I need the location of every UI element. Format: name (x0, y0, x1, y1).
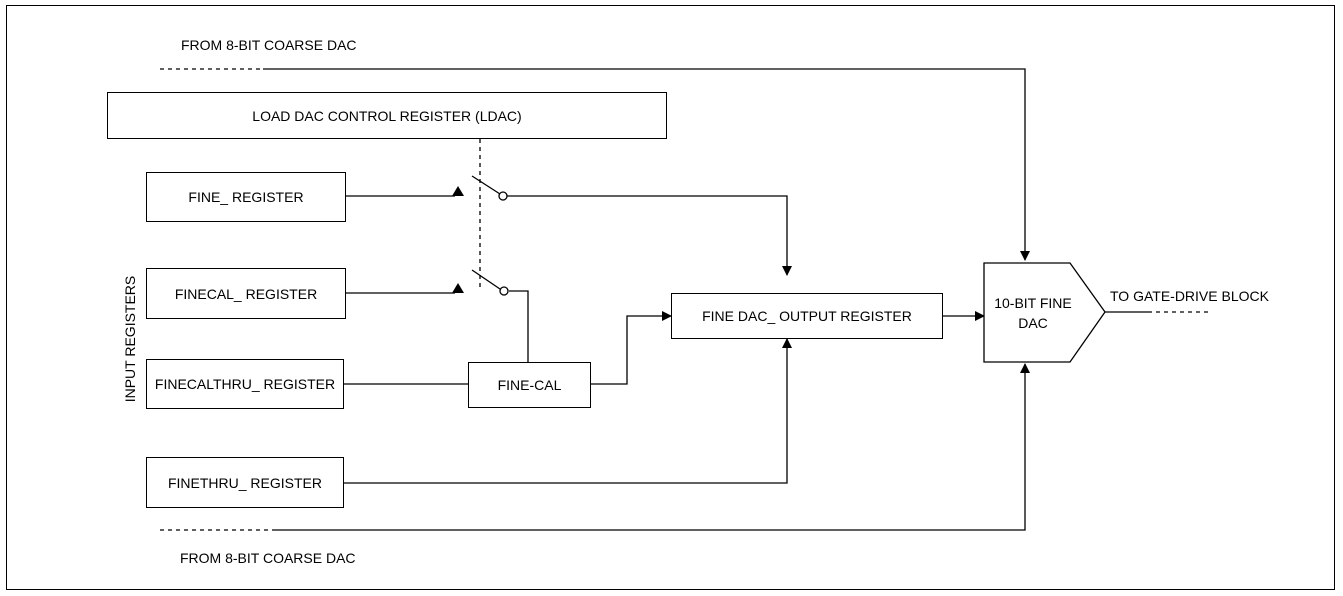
finecal-switch-pivot (452, 283, 464, 293)
finecal-output-wire (591, 311, 672, 385)
output-register-block: FINE DAC_ OUTPUT REGISTER (671, 293, 943, 339)
dac-label-line1: 10-BIT FINE (994, 295, 1072, 311)
finecalthru-register-block: FINECALTHRU_ REGISTER (146, 359, 344, 409)
finecal-switch-output-wire (509, 290, 529, 362)
dac-label: 10-BIT FINE DAC (990, 293, 1076, 333)
coarse-bottom-line (272, 363, 1030, 531)
fine-cal-block: FINE-CAL (468, 362, 591, 408)
input-registers-label: INPUT REGISTERS (122, 275, 138, 403)
finecal-switch-contact (499, 286, 509, 296)
coarse-dac-bottom-label: FROM 8-BIT COARSE DAC (180, 550, 356, 566)
finecal-switch-blade (471, 269, 501, 290)
fine-switch-contact (498, 191, 508, 201)
output-register-label: FINE DAC_ OUTPUT REGISTER (702, 308, 912, 324)
finecal-register-label: FINECAL_ REGISTER (174, 285, 318, 302)
fine-register-block: FINE_ REGISTER (146, 172, 346, 222)
coarse-dac-top-label: FROM 8-BIT COARSE DAC (181, 37, 357, 53)
gate-drive-label: TO GATE-DRIVE BLOCK (1110, 288, 1269, 304)
finethru-wire (344, 338, 792, 484)
fine-cal-label: FINE-CAL (497, 377, 562, 393)
ldac-block-label: LOAD DAC CONTROL REGISTER (LDAC) (252, 107, 522, 124)
dac-shape (983, 262, 1106, 363)
fine-switch-output-wire (505, 195, 792, 276)
fine-register-label: FINE_ REGISTER (188, 189, 304, 205)
finethru-register-label: FINETHRU_ REGISTER (167, 474, 322, 491)
finecalthru-register-label: FINECALTHRU_ REGISTER (154, 376, 336, 392)
finethru-register-block: FINETHRU_ REGISTER (146, 457, 344, 508)
dac-label-line2: DAC (1018, 315, 1048, 331)
coarse-top-line (263, 68, 1030, 261)
finecal-register-block: FINECAL_ REGISTER (146, 268, 346, 319)
fine-switch-pivot (452, 186, 464, 196)
fine-switch-blade (471, 175, 501, 195)
ldac-block: LOAD DAC CONTROL REGISTER (LDAC) (107, 92, 667, 139)
